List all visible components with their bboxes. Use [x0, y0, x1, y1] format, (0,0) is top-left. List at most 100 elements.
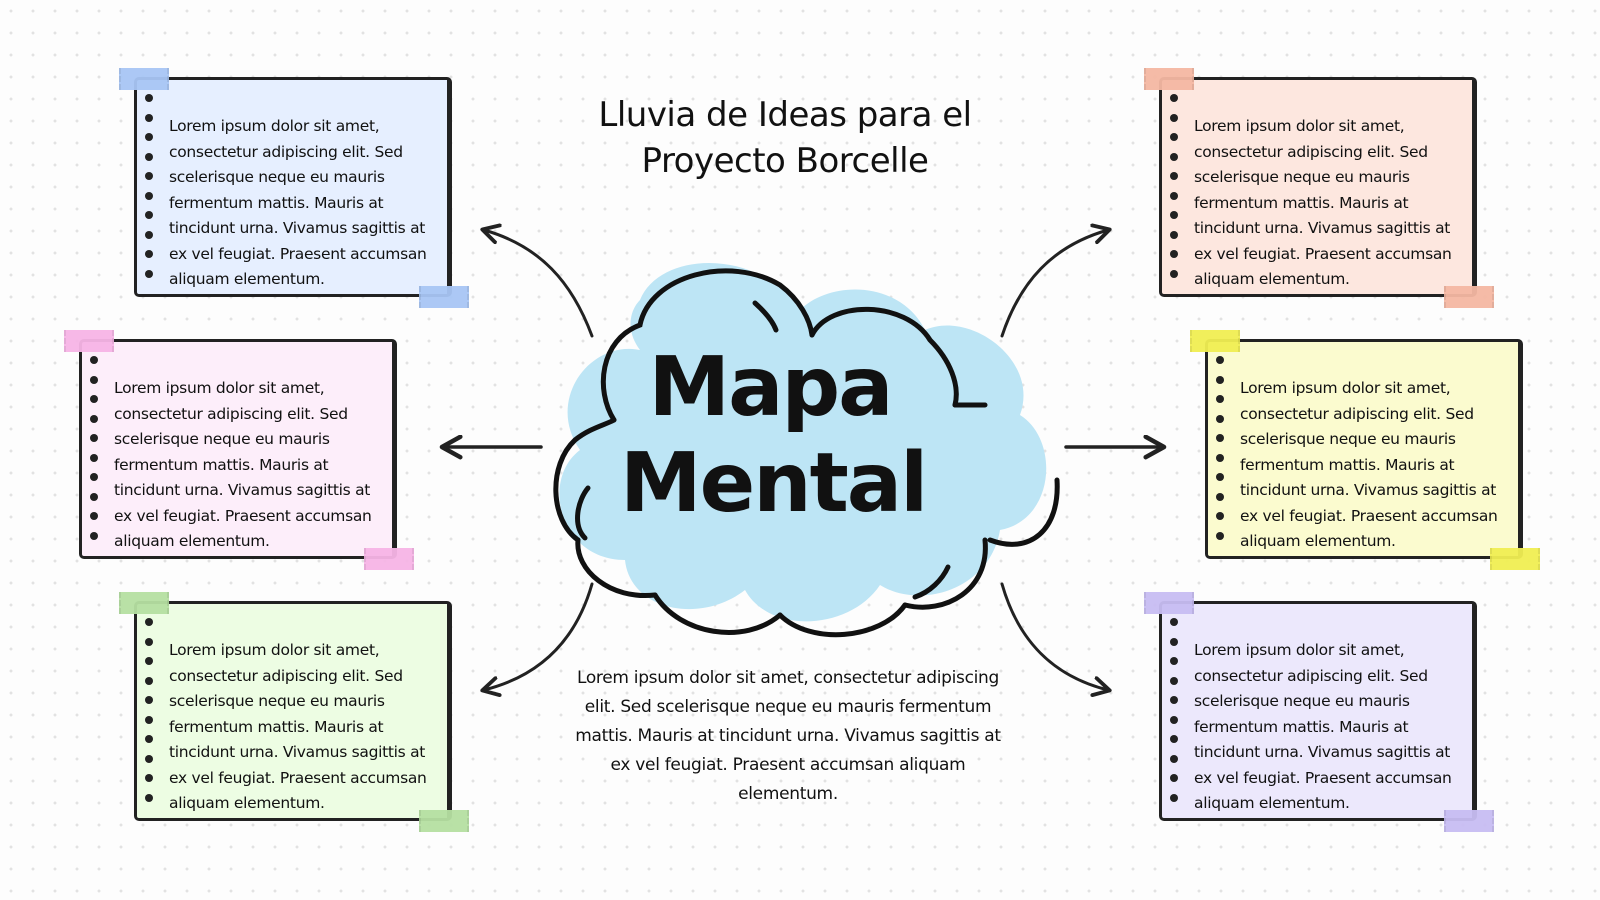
tape-bottom-right — [364, 548, 414, 570]
binder-hole — [145, 618, 153, 626]
note-text: Lorem ipsum dolor sit amet, consectetur … — [1194, 641, 1452, 812]
binder-hole — [1170, 94, 1178, 102]
binder-hole — [1170, 715, 1178, 724]
binder-hole — [1170, 754, 1178, 763]
binder-hole — [1170, 676, 1178, 685]
binder-hole — [90, 395, 98, 403]
binder-hole — [1170, 113, 1178, 122]
cloud-shape — [559, 262, 1047, 622]
binder-hole — [145, 191, 153, 200]
binder-hole — [90, 453, 98, 462]
tape-top-left — [1144, 592, 1194, 614]
binder-holes — [145, 94, 155, 278]
binder-hole — [1216, 531, 1224, 540]
central-topic-line-2: Mental — [620, 436, 928, 531]
tape-bottom-right — [419, 286, 469, 308]
binder-holes — [1170, 618, 1180, 802]
binder-hole — [90, 375, 98, 384]
tape-top-left — [1190, 330, 1240, 352]
binder-hole — [1216, 512, 1224, 520]
binder-hole — [145, 211, 153, 219]
binder-holes — [90, 356, 100, 540]
binder-hole — [1170, 172, 1178, 180]
binder-hole — [145, 113, 153, 122]
binder-hole — [90, 531, 98, 540]
note-card-middle-left: Lorem ipsum dolor sit amet, consectetur … — [64, 330, 414, 570]
binder-hole — [1170, 735, 1178, 743]
binder-hole — [145, 172, 153, 180]
arrow-bottom-left — [484, 582, 594, 690]
tape-top-left — [1144, 68, 1194, 90]
binder-hole — [145, 715, 153, 724]
tape-top-left — [64, 330, 114, 352]
binder-hole — [90, 473, 98, 481]
note-card-top-right: Lorem ipsum dolor sit amet, consectetur … — [1144, 68, 1494, 308]
note-card-bottom-right: Lorem ipsum dolor sit amet, consectetur … — [1144, 592, 1494, 832]
tape-top-left — [119, 68, 169, 90]
binder-holes — [1216, 356, 1226, 540]
binder-hole — [145, 774, 153, 782]
binder-hole — [1170, 133, 1178, 141]
note-text: Lorem ipsum dolor sit amet, consectetur … — [169, 641, 427, 812]
binder-hole — [1216, 356, 1224, 364]
binder-hole — [145, 793, 153, 802]
note-text: Lorem ipsum dolor sit amet, consectetur … — [1240, 379, 1498, 550]
binder-hole — [1216, 434, 1224, 442]
binder-hole — [145, 133, 153, 141]
binder-hole — [1170, 637, 1178, 646]
binder-hole — [90, 414, 98, 423]
binder-hole — [1216, 414, 1224, 423]
note-text: Lorem ipsum dolor sit amet, consectetur … — [114, 379, 372, 550]
arrow-top-left — [484, 230, 594, 338]
binder-hole — [90, 356, 98, 364]
binder-hole — [1170, 774, 1178, 782]
binder-hole — [1170, 152, 1178, 161]
binder-hole — [1170, 793, 1178, 802]
binder-hole — [145, 676, 153, 685]
arrow-top-right — [1000, 230, 1108, 338]
binder-hole — [145, 696, 153, 704]
binder-hole — [1170, 211, 1178, 219]
binder-hole — [90, 492, 98, 501]
binder-hole — [145, 230, 153, 239]
binder-hole — [145, 735, 153, 743]
tape-bottom-right — [419, 810, 469, 832]
central-topic-line-1: Mapa — [648, 340, 894, 435]
binder-holes — [1170, 94, 1180, 278]
tape-bottom-right — [1444, 286, 1494, 308]
central-description: Lorem ipsum dolor sit amet, consectetur … — [575, 668, 1001, 804]
binder-hole — [1216, 453, 1224, 462]
binder-hole — [1216, 473, 1224, 481]
binder-hole — [1170, 230, 1178, 239]
tape-top-left — [119, 592, 169, 614]
binder-hole — [1170, 618, 1178, 626]
binder-hole — [1170, 191, 1178, 200]
binder-hole — [1170, 696, 1178, 704]
binder-hole — [1216, 375, 1224, 384]
central-topic: Mapa Mental — [620, 340, 928, 532]
binder-hole — [1170, 269, 1178, 278]
note-card-top-left: Lorem ipsum dolor sit amet, consectetur … — [119, 68, 469, 308]
note-card-middle-right: Lorem ipsum dolor sit amet, consectetur … — [1190, 330, 1540, 570]
binder-hole — [145, 152, 153, 161]
note-card-bottom-left: Lorem ipsum dolor sit amet, consectetur … — [119, 592, 469, 832]
binder-hole — [145, 637, 153, 646]
tape-bottom-right — [1490, 548, 1540, 570]
binder-hole — [145, 250, 153, 258]
binder-holes — [145, 618, 155, 802]
page-title: Lluvia de Ideas para el Proyecto Borcell… — [555, 92, 1015, 184]
binder-hole — [145, 94, 153, 102]
binder-hole — [1170, 657, 1178, 665]
binder-hole — [145, 657, 153, 665]
arrow-bottom-right — [1000, 582, 1108, 690]
binder-hole — [145, 269, 153, 278]
tape-bottom-right — [1444, 810, 1494, 832]
binder-hole — [90, 512, 98, 520]
binder-hole — [90, 434, 98, 442]
title-line-1: Lluvia de Ideas para el — [598, 95, 972, 135]
title-line-2: Proyecto Borcelle — [641, 141, 929, 181]
note-text: Lorem ipsum dolor sit amet, consectetur … — [169, 117, 427, 288]
binder-hole — [1216, 395, 1224, 403]
binder-hole — [1216, 492, 1224, 501]
